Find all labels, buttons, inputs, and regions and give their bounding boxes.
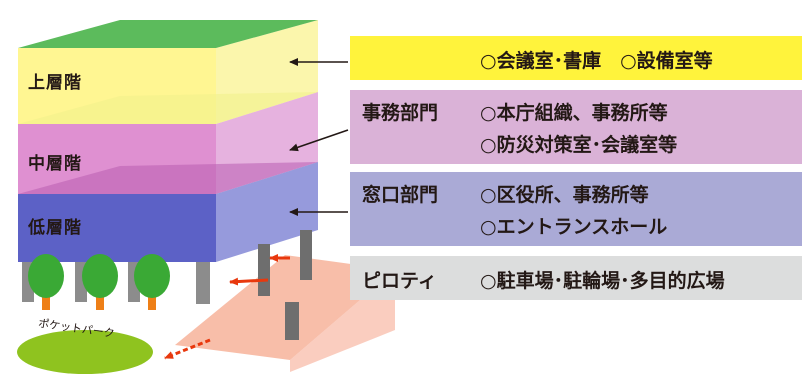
building-roof — [18, 20, 318, 48]
flow-arrows — [164, 254, 290, 360]
box-piloti-category: ピロティ — [362, 270, 437, 292]
box-lower-line-2: ○エントランスホール — [480, 216, 668, 238]
box-upper: ○会議室･書庫 ○設備室等 — [350, 36, 802, 80]
box-lower-line-1: ○区役所、事務所等 — [480, 184, 649, 206]
building-side — [216, 20, 318, 262]
trees — [28, 254, 170, 310]
box-middle-line-2: ○防災対策室･会議室等 — [480, 134, 678, 156]
box-middle: 事務部門 ○本庁組織、事務所等 ○防災対策室･会議室等 — [350, 90, 802, 164]
box-lower: 窓口部門 ○区役所、事務所等 ○エントランスホール — [350, 172, 802, 246]
box-lower-category: 窓口部門 — [362, 184, 439, 206]
box-piloti-line-1: ○駐車場･駐輪場･多目的広場 — [480, 270, 725, 292]
box-middle-category: 事務部門 — [362, 102, 439, 124]
box-upper-line-1: ○会議室･書庫 ○設備室等 — [480, 50, 713, 72]
box-middle-line-1: ○本庁組織、事務所等 — [480, 102, 668, 124]
floor-label-middle: 中層階 — [28, 154, 82, 174]
floor-label-lower: 低層階 — [28, 218, 82, 238]
box-piloti: ピロティ ○駐車場･駐輪場･多目的広場 — [350, 256, 802, 300]
floor-label-upper: 上層階 — [28, 73, 82, 93]
side-columns — [258, 230, 312, 340]
pocket-park-area — [17, 330, 153, 374]
pointer-arrows — [289, 58, 349, 216]
